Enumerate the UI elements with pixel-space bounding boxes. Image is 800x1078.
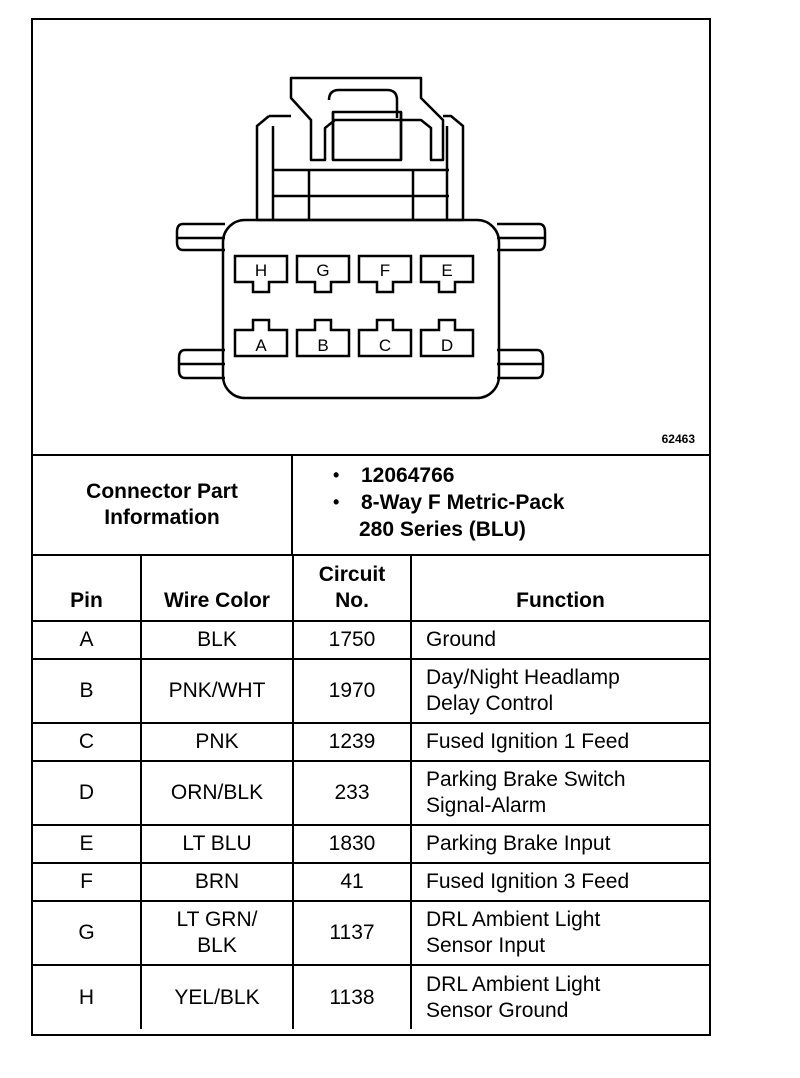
- cell-pin: D: [33, 760, 142, 826]
- wire-color-line: BLK: [197, 934, 237, 957]
- function-line: Parking Brake Switch: [426, 768, 626, 791]
- pin-letter: H: [255, 261, 267, 280]
- cell-circuit: 1138: [292, 964, 412, 1029]
- part-label-line2: Information: [104, 506, 220, 529]
- function-line: Sensor Ground: [426, 998, 569, 1022]
- pin-cavity-f: F: [357, 254, 413, 294]
- cell-circuit: 1970: [292, 658, 412, 724]
- cell-circuit: 1239: [292, 722, 412, 762]
- bullet-icon: •: [333, 465, 340, 485]
- function-line: DRL Ambient Light: [426, 908, 601, 931]
- pin-cavity-h: H: [233, 254, 289, 294]
- cell-wire-color: BRN: [140, 862, 294, 902]
- connector-part-info-row: Connector Part Information • 12064766 • …: [33, 454, 709, 556]
- cell-circuit: 41: [292, 862, 412, 902]
- cell-wire-color: PNK: [140, 722, 294, 762]
- part-desc-line1: 8-Way F Metric-Pack: [361, 491, 565, 514]
- pin-letter: G: [316, 261, 329, 280]
- cell-wire-color: LT BLU: [140, 824, 294, 864]
- header-function: Function: [410, 556, 709, 622]
- bullet-icon: •: [333, 492, 340, 512]
- cell-pin: H: [33, 964, 142, 1029]
- part-number-item: • 12064766: [293, 462, 709, 489]
- pin-cavity-a: A: [233, 318, 289, 358]
- pin-letter: A: [255, 336, 267, 355]
- cell-wire-color: LT GRN/BLK: [140, 900, 294, 966]
- figure-id: 62463: [661, 432, 695, 446]
- cell-pin: B: [33, 658, 142, 724]
- cell-pin: G: [33, 900, 142, 966]
- connector-part-info-values: • 12064766 • 8-Way F Metric-Pack 280 Ser…: [293, 456, 709, 554]
- cell-circuit: 1750: [292, 620, 412, 660]
- cell-circuit: 1830: [292, 824, 412, 864]
- pin-cavities: H G F E A B C D: [233, 254, 475, 358]
- pin-letter: B: [317, 336, 328, 355]
- function-line: Fused Ignition 1 Feed: [426, 730, 630, 753]
- header-circuit: Circuit No.: [292, 556, 412, 622]
- function-line: Day/Night Headlamp: [426, 666, 620, 689]
- connector-latch: [289, 76, 445, 162]
- pin-cavity-e: E: [419, 254, 475, 294]
- cell-function: Parking Brake Input: [410, 824, 709, 864]
- pin-cavity-c: C: [357, 318, 413, 358]
- part-label-line1: Connector Part: [86, 480, 238, 503]
- connector-part-info-label: Connector Part Information: [33, 456, 293, 554]
- function-line: Ground: [426, 628, 497, 651]
- cell-pin: A: [33, 620, 142, 660]
- cell-wire-color: PNK/WHT: [140, 658, 294, 724]
- pin-letter: C: [379, 336, 391, 355]
- wire-color-line: LT GRN/: [176, 908, 258, 931]
- pin-cavity-b: B: [295, 318, 351, 358]
- pin-cavity-g: G: [295, 254, 351, 294]
- function-line: Signal-Alarm: [426, 794, 547, 817]
- cell-function: Fused Ignition 3 Feed: [410, 862, 709, 902]
- connector-diagram: H G F E A B C D: [175, 76, 547, 400]
- part-desc-item: • 8-Way F Metric-Pack: [293, 489, 709, 516]
- cell-pin: C: [33, 722, 142, 762]
- cell-function: Fused Ignition 1 Feed: [410, 722, 709, 762]
- function-line: Parking Brake Input: [426, 832, 611, 855]
- header-circuit-line1: Circuit: [318, 563, 386, 586]
- cell-function: Ground: [410, 620, 709, 660]
- cell-wire-color: YEL/BLK: [140, 964, 294, 1029]
- function-line: Fused Ignition 3 Feed: [426, 870, 630, 893]
- function-line: DRL Ambient Light: [426, 972, 601, 996]
- pin-letter: D: [441, 336, 453, 355]
- cell-wire-color: BLK: [140, 620, 294, 660]
- connector-face: [221, 218, 501, 400]
- pin-letter: E: [441, 261, 452, 280]
- pin-letter: F: [380, 261, 390, 280]
- header-pin: Pin: [33, 556, 142, 622]
- cell-wire-color: ORN/BLK: [140, 760, 294, 826]
- cell-pin: F: [33, 862, 142, 902]
- function-line: Delay Control: [426, 692, 554, 715]
- cell-pin: E: [33, 824, 142, 864]
- pin-cavity-d: D: [419, 318, 475, 358]
- cell-circuit: 1137: [292, 900, 412, 966]
- pin-table-header: Pin Wire Color Circuit No. Function: [33, 556, 709, 622]
- cell-circuit: 233: [292, 760, 412, 826]
- function-line: Sensor Input: [426, 934, 546, 957]
- header-circuit-line2: No.: [335, 589, 369, 612]
- part-number: 12064766: [361, 464, 455, 487]
- part-desc-line2: 280 Series (BLU): [359, 518, 526, 541]
- header-wire-color: Wire Color: [140, 556, 294, 622]
